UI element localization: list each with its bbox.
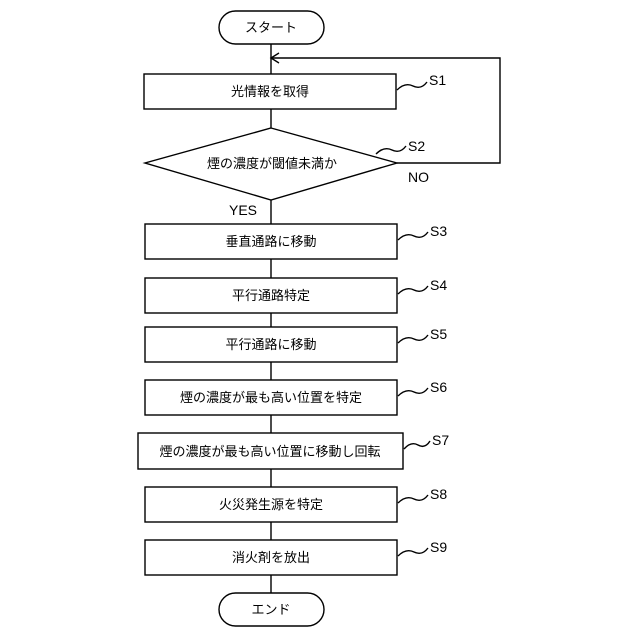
step-s3-leader [398,232,428,240]
step-s8-label: S8 [430,486,447,502]
start-label: スタート [245,21,297,36]
step-s1-leader [397,82,427,90]
step-s1-text: 光情報を取得 [231,84,309,100]
end-label: エンド [251,603,290,618]
step-s7-label: S7 [432,432,449,448]
step-s6-leader [398,388,428,396]
step-s3-label: S3 [430,223,447,239]
step-s5-label: S5 [430,326,447,342]
step-s4-text: 平行通路特定 [232,288,310,304]
decision-yes-label: YES [229,202,257,218]
step-s3-text: 垂直通路に移動 [225,234,316,250]
step-s9-label: S9 [430,539,447,555]
step-s9-text: 消火剤を放出 [232,550,310,566]
decision-s2-text: 煙の濃度が閾値未満か [207,156,337,172]
decision-s2-leader [376,146,406,154]
step-s7-text: 煙の濃度が最も高い位置に移動し回転 [159,444,380,460]
step-s5-text: 平行通路に移動 [225,337,316,353]
decision-s2-label: S2 [408,138,425,154]
step-s4-label: S4 [430,277,447,293]
step-s6-label: S6 [430,379,447,395]
step-s6-text: 煙の濃度が最も高い位置を特定 [180,390,362,406]
step-s8-leader [398,495,428,503]
decision-no-label: NO [408,169,429,185]
step-s4-leader [398,286,428,294]
step-s1-label: S1 [429,72,446,88]
step-s5-leader [398,335,428,343]
step-s7-leader [404,441,430,449]
step-s8-text: 火災発生源を特定 [219,498,323,513]
step-s9-leader [398,548,428,556]
